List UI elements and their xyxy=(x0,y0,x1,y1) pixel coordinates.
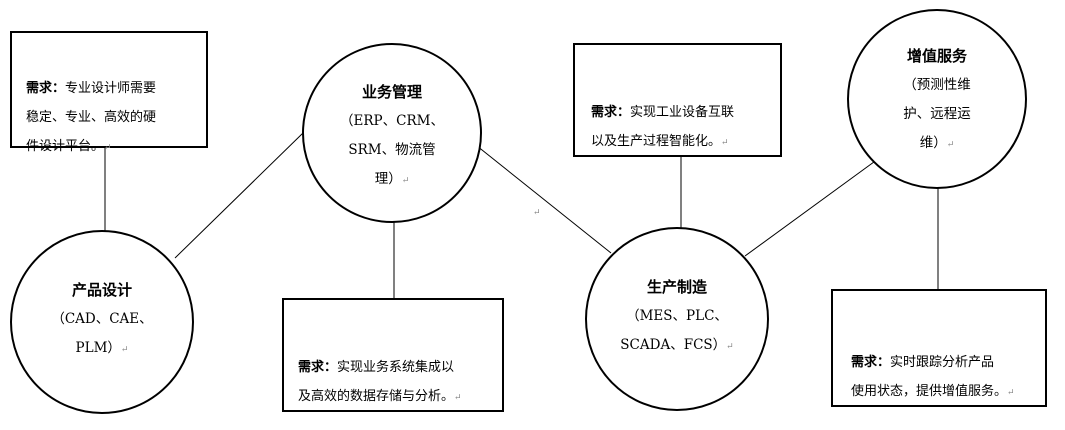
requirement-box-product-design: 需求：专业设计师需要 稳定、专业、高效的硬 件设计平台。↵ xyxy=(10,31,208,154)
node-business-mgmt: 业务管理 （ERP、CRM、 SRM、物流管 理）↵ xyxy=(302,43,482,223)
requirement-text: 实现工业设备互联 以及生产过程智能化。 xyxy=(591,105,735,149)
requirement-label: 需求： xyxy=(851,355,891,370)
node-title: 生产制造 xyxy=(646,278,707,296)
node-title: 产品设计 xyxy=(71,281,132,299)
requirement-label: 需求： xyxy=(26,81,66,96)
paragraph-mark: ↵ xyxy=(104,143,112,153)
connector-business-production xyxy=(456,129,612,254)
requirement-text: 实时跟踪分析产品 使用状态，提供增值服务。 xyxy=(851,355,1008,399)
connector-production-value xyxy=(744,158,879,257)
paragraph-mark: ↵ xyxy=(946,139,955,150)
node-title: 增值服务 xyxy=(906,46,967,65)
node-title: 业务管理 xyxy=(361,82,422,101)
connector-product-business xyxy=(174,132,304,259)
requirement-box-business-mgmt: 需求：实现业务系统集成以 及高效的数据存储与分析。↵ xyxy=(282,298,504,412)
requirement-box-production: 需求：实现工业设备互联 以及生产过程智能化。↵ xyxy=(573,43,782,157)
paragraph-mark: ↵ xyxy=(401,175,410,186)
node-production: 生产制造 （MES、PLC、 SCADA、FCS）↵ xyxy=(585,227,769,411)
paragraph-mark: ↵ xyxy=(726,342,734,352)
node-description: （MES、PLC、 SCADA、FCS）↵ xyxy=(620,308,734,353)
requirement-box-value-added: 需求：实时跟踪分析产品 使用状态，提供增值服务。↵ xyxy=(831,289,1047,407)
paragraph-mark: ↵ xyxy=(1007,388,1015,398)
requirement-text: 专业设计师需要 稳定、专业、高效的硬 件设计平台。 xyxy=(26,81,157,154)
node-value-added: 增值服务 （预测性维 护、远程运 维）↵ xyxy=(847,9,1027,189)
requirement-text: 实现业务系统集成以 及高效的数据存储与分析。 xyxy=(298,360,455,404)
requirement-label: 需求： xyxy=(298,360,338,375)
paragraph-mark: ↵ xyxy=(120,345,129,355)
node-product-design: 产品设计 （CAD、CAE、 PLM）↵ xyxy=(10,230,194,414)
paragraph-mark: ↵ xyxy=(454,393,462,403)
node-description: （ERP、CRM、 SRM、物流管 理）↵ xyxy=(340,112,444,187)
paragraph-mark: ↵ xyxy=(721,138,729,148)
node-description: （CAD、CAE、 PLM）↵ xyxy=(51,311,153,356)
requirement-label: 需求： xyxy=(591,105,631,120)
stray-paragraph-mark: ↵ xyxy=(533,208,541,218)
node-description: （预测性维 护、远程运 维）↵ xyxy=(903,76,971,151)
